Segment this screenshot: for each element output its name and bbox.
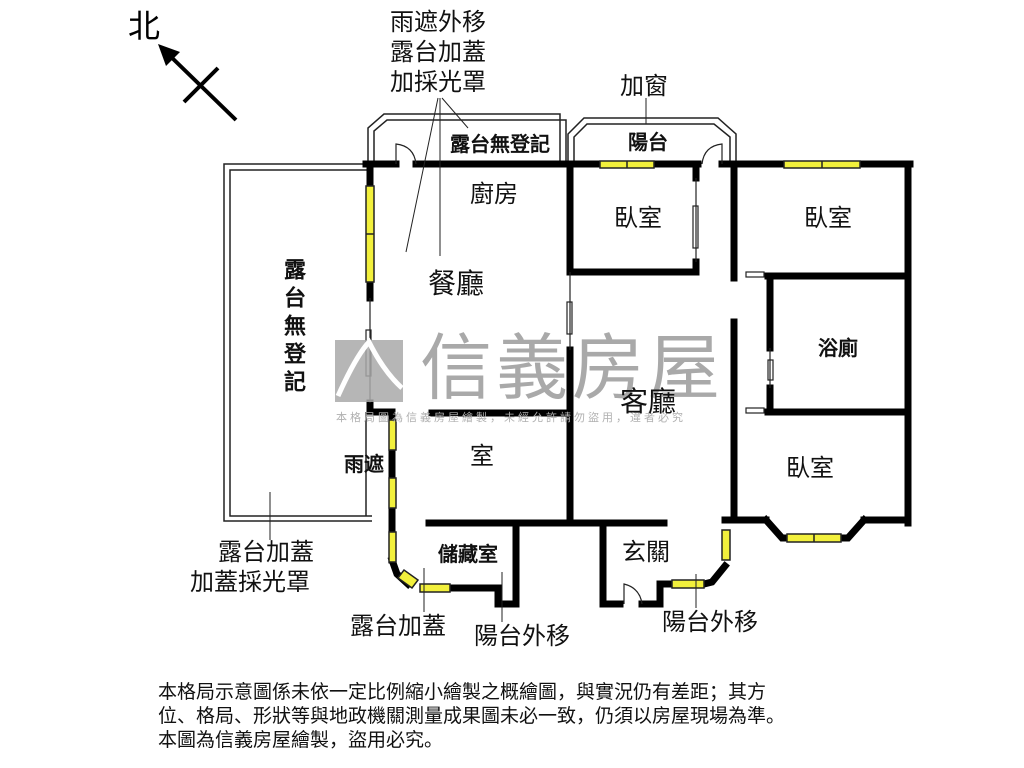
terrace-unregistered-left-label: 露台無登記 — [280, 258, 306, 398]
disclaimer-line-2: 位、格局、形狀等與地政機關測量成果圖未必一致，仍須以房屋現場為準。 — [158, 705, 786, 727]
terrace-cover-bottom-label: 露台加蓋 — [350, 612, 446, 640]
add-window-label: 加窗 — [620, 72, 668, 100]
bedroom-1-label: 臥室 — [614, 204, 662, 232]
leader-lines — [269, 97, 697, 622]
north-arrow-head-icon — [158, 44, 180, 66]
terrace-cover-left-line-2: 加蓋採光罩 — [190, 568, 310, 596]
balcony-moved-label-1: 陽台外移 — [474, 622, 570, 650]
note-line-3: 加採光罩 — [390, 68, 486, 96]
room-label: 室 — [470, 442, 494, 470]
note-line-1: 雨遮外移 — [390, 8, 486, 36]
dining-label: 餐廳 — [428, 267, 485, 300]
watermark-logo-swoosh — [335, 337, 404, 398]
watermark-notice: 本格局圖為信義房屋繪製，未經允許請勿盜用，違者必究 — [336, 411, 686, 424]
bathroom-label: 浴廁 — [818, 336, 858, 360]
windows — [365, 160, 861, 593]
north-label: 北 — [128, 7, 161, 45]
balcony-moved-label-2: 陽台外移 — [662, 608, 758, 636]
disclaimer: 本格局示意圖係未依一定比例縮小繪製之概繪圖，與實況仍有差距；其方 位、格局、形狀… — [158, 680, 918, 752]
top-terrace-outline — [367, 113, 737, 164]
window-diagonal — [396, 568, 420, 590]
north-arrow-icon — [164, 50, 238, 122]
rain-shelter-label: 雨遮 — [344, 452, 384, 476]
storage-label: 儲藏室 — [438, 542, 498, 566]
note-line-2: 露台加蓋 — [390, 38, 486, 66]
terrace-cover-left-line-1: 露台加蓋 — [218, 538, 314, 566]
terrace-unregistered-top-label: 露台無登記 — [450, 132, 550, 156]
bedroom-3-label: 臥室 — [786, 454, 834, 482]
balcony-label: 陽台 — [628, 130, 668, 154]
left-terrace-outline — [223, 163, 372, 522]
living-room-label: 客廳 — [620, 385, 677, 418]
entrance-label: 玄關 — [622, 538, 670, 566]
kitchen-label: 廚房 — [470, 180, 518, 208]
disclaimer-line-1: 本格局示意圖係未依一定比例縮小繪製之概繪圖，與實況仍有差距；其方 — [158, 681, 767, 703]
watermark-brand: 信義房屋 — [420, 326, 725, 410]
watermark-logo-icon — [335, 340, 403, 402]
disclaimer-line-3: 本圖為信義房屋繪製，盜用必究。 — [158, 729, 444, 751]
bedroom-2-label: 臥室 — [804, 204, 852, 232]
